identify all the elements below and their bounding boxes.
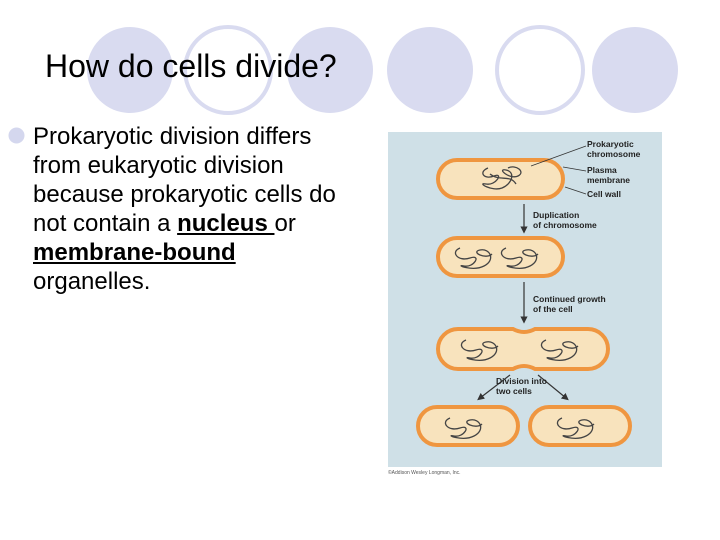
step-growth: Continued growth of the cell <box>533 294 608 314</box>
keyword-membrane-bound: membrane-bound <box>33 239 236 266</box>
decor-circle-filled-2 <box>287 27 373 113</box>
decor-circle-filled-1 <box>87 27 173 113</box>
stage-2-cell <box>436 236 565 278</box>
step-duplication: Duplication of chromosome <box>533 210 597 230</box>
bullet-text-part-2: or <box>274 210 296 237</box>
decor-circle-filled-3 <box>387 27 473 113</box>
bullet-text-part-3: organelles. <box>33 268 151 295</box>
chromosome-4a <box>444 417 483 439</box>
arrow-3-right <box>537 374 569 401</box>
chromosome-3b <box>540 339 579 361</box>
step-division: Division into two cells <box>496 376 549 396</box>
chromosome-2b <box>500 247 539 269</box>
pointer-chromosome <box>530 145 587 167</box>
figure-credit: ©Addison Wesley Longman, Inc. <box>388 470 461 476</box>
chromosome-2a <box>454 247 493 269</box>
label-prokaryotic-chromosome: Prokaryotic chromosome <box>587 139 641 159</box>
decor-circle-outline-1 <box>183 25 273 115</box>
arrow-3-left <box>477 374 511 401</box>
bullet-text: Prokaryotic division differs from eukary… <box>33 122 343 296</box>
bullet-text-part-1: Prokaryotic division differs from eukary… <box>33 123 336 237</box>
bullet-dot-icon <box>8 127 25 144</box>
stage-4-cell-right <box>528 405 632 447</box>
decorative-circles <box>87 25 678 115</box>
slide-title: How do cells divide? <box>45 48 337 84</box>
stage-1-cell <box>436 158 565 200</box>
binary-fission-diagram: Prokaryotic chromosome Plasma membrane C… <box>416 139 641 447</box>
chromosome-4b <box>556 417 595 439</box>
decor-circle-outline-2 <box>495 25 585 115</box>
pointer-membrane <box>562 166 587 172</box>
label-cell-wall: Cell wall <box>587 189 621 199</box>
decor-circle-filled-4 <box>592 27 678 113</box>
chromosome-1 <box>482 166 522 190</box>
stage-3-cell <box>436 327 610 371</box>
keyword-nucleus: nucleus <box>177 210 275 237</box>
label-plasma-membrane: Plasma membrane <box>587 165 630 185</box>
chromosome-3a <box>460 339 499 361</box>
pointer-cell-wall <box>564 186 587 195</box>
binary-fission-figure: Prokaryotic chromosome Plasma membrane C… <box>388 132 662 467</box>
stage-4-cell-left <box>416 405 520 447</box>
